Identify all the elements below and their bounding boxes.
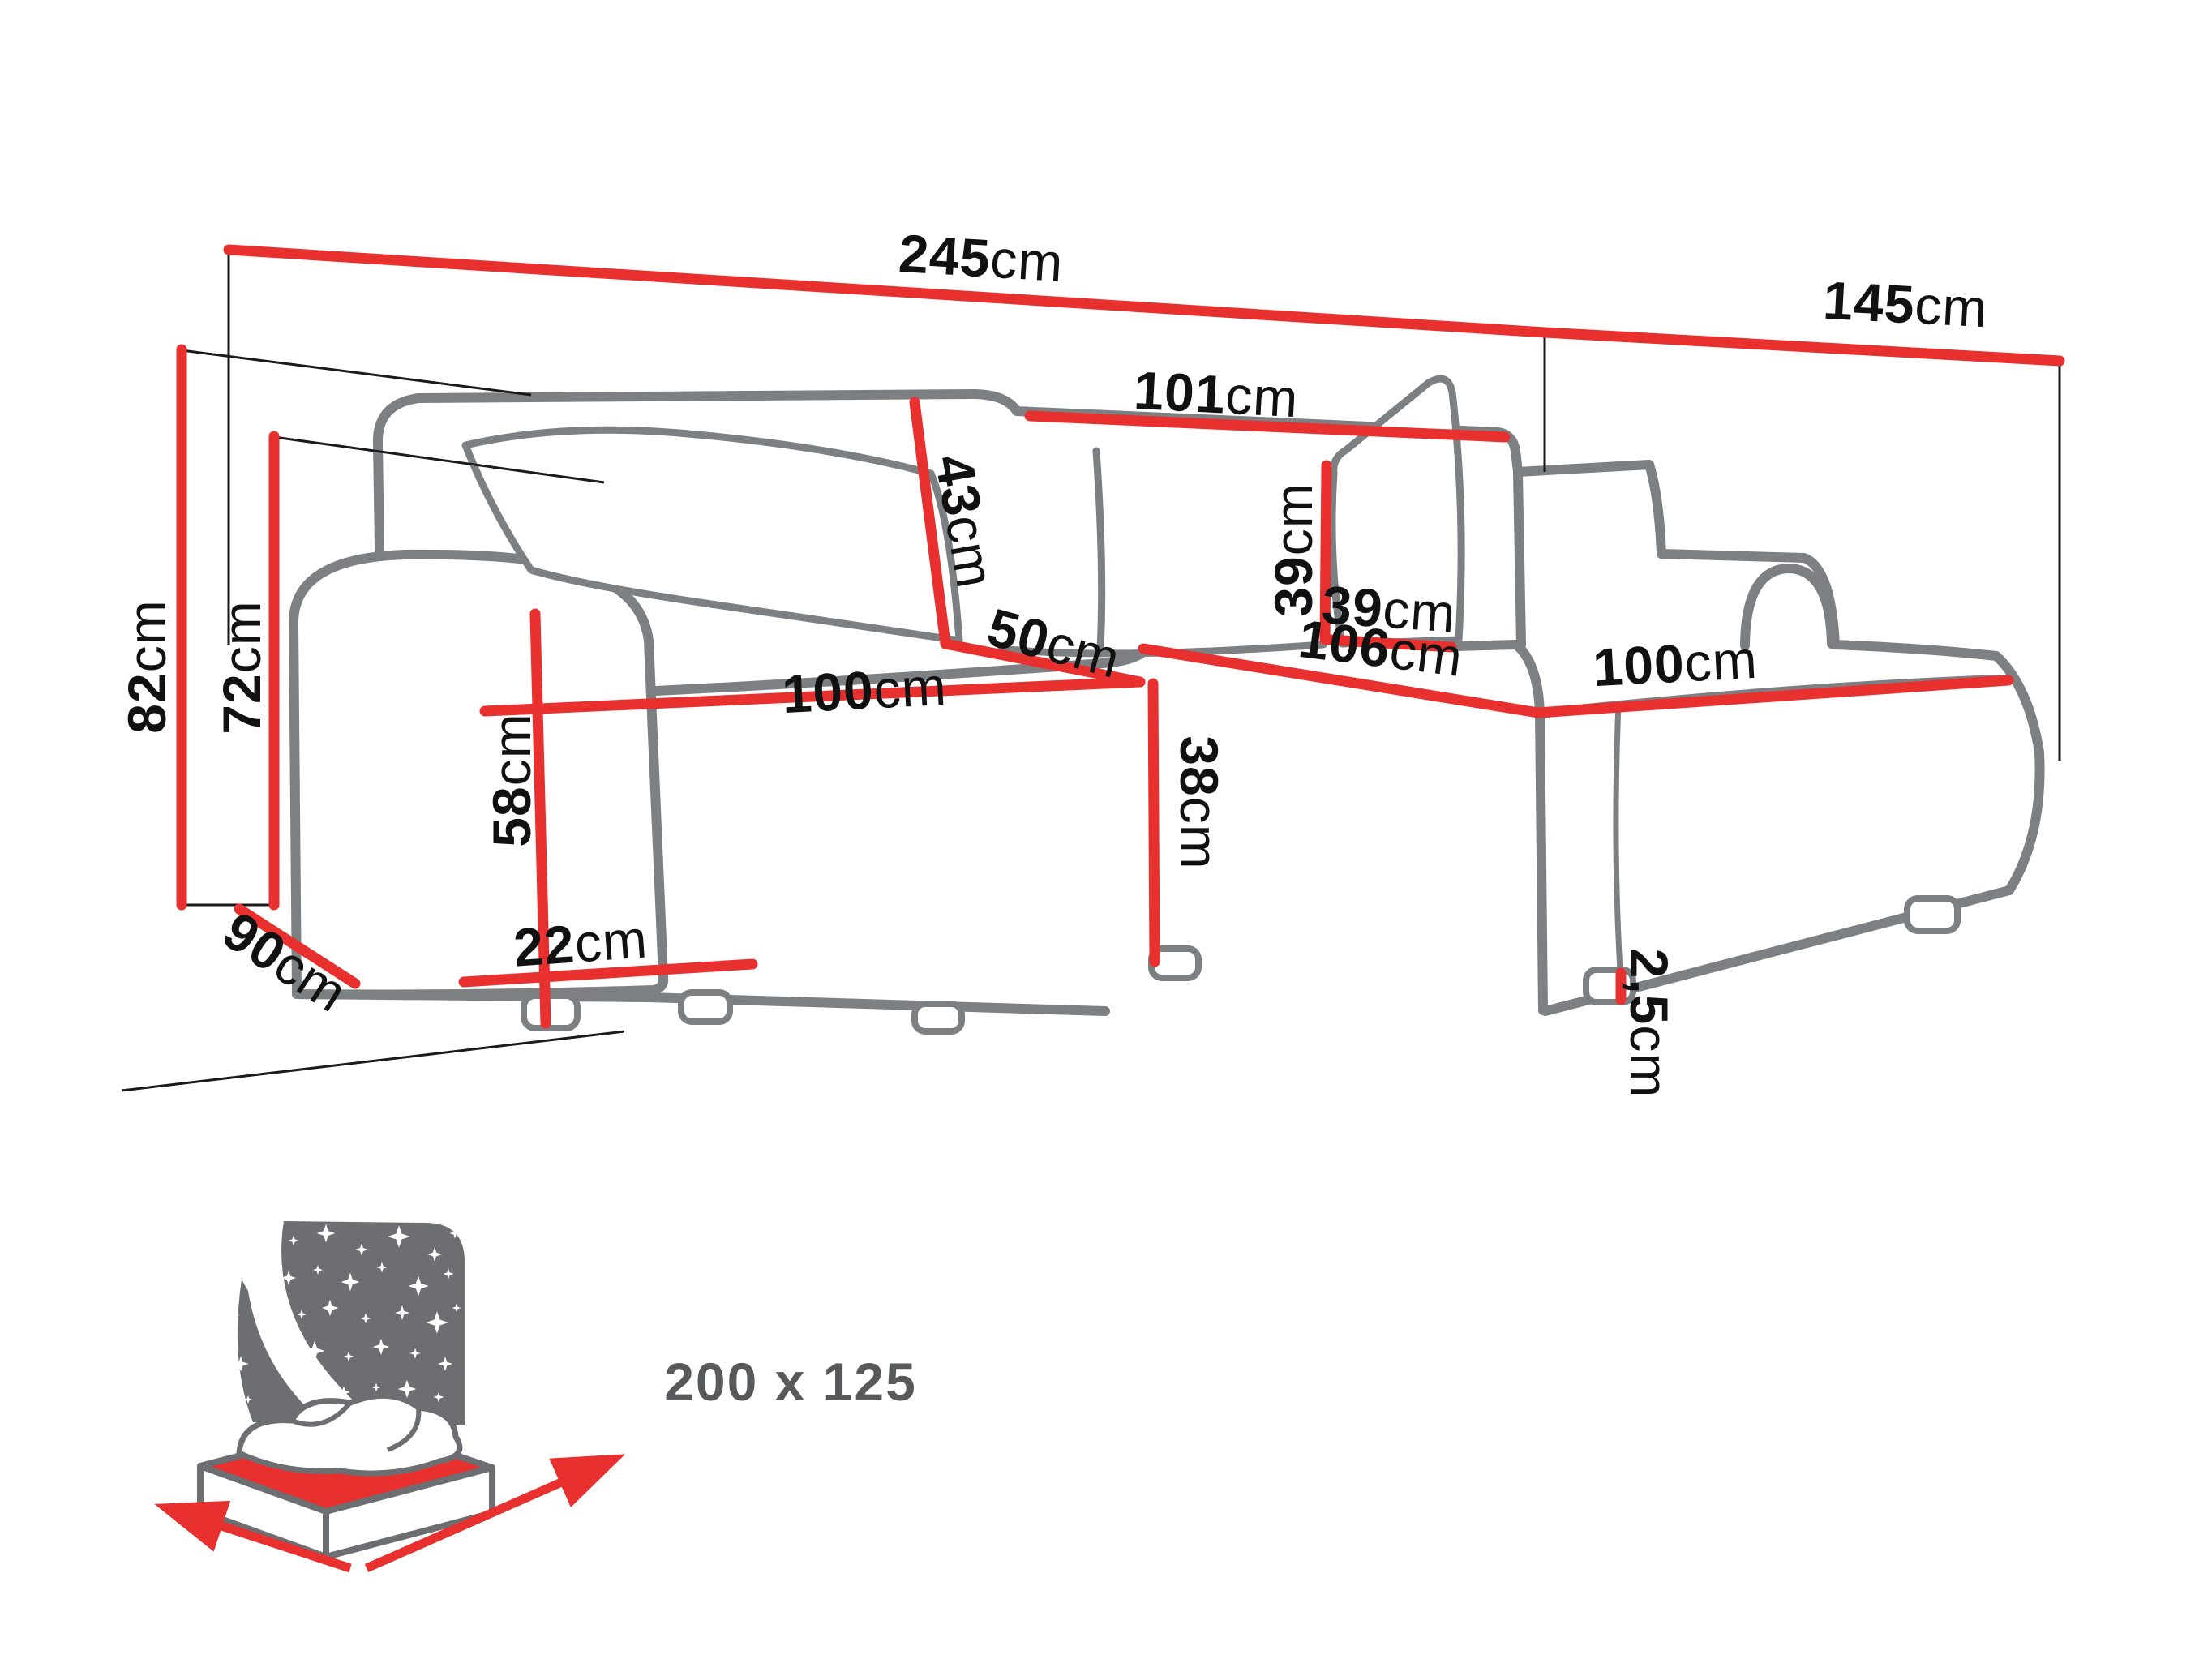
foot: [1904, 895, 1961, 934]
dim-line-seat-height: [1147, 678, 1160, 967]
dimension-lines: [176, 244, 2065, 1029]
duvet-fold: [290, 1401, 422, 1452]
chaise-front-left-edge: [1535, 709, 1548, 1015]
extension-lines: [121, 250, 2061, 1092]
dim-line-backrest-width: [1024, 410, 1511, 443]
chaise-back-seam: [1451, 640, 1545, 718]
dim-line-side-depth: [234, 903, 361, 989]
label-armrest-width: 22cm: [511, 908, 650, 978]
dim-line-armrest-height: [529, 608, 551, 1029]
label-pillow-height: 39cm: [1263, 482, 1323, 617]
label-overall-depth: 145cm: [1821, 269, 1990, 339]
dim-line-overall-width: [223, 244, 1550, 338]
chaise-right-corner: [1830, 640, 2045, 895]
left-armrest: [289, 549, 669, 1000]
label-chaise-width: 100cm: [1591, 628, 1760, 698]
label-overall-height: 82cm: [117, 599, 177, 734]
dim-line-cushion-height: [909, 397, 951, 649]
chaise-front-seam: [1613, 701, 1623, 973]
foot: [678, 989, 733, 1025]
label-seat-height: 38cm: [1169, 735, 1229, 870]
bed-size-label: 200 x 125: [664, 1352, 917, 1412]
label-pillow-width: 39cm: [1319, 574, 1459, 644]
dim-line-seat-depth: [940, 638, 1146, 688]
back-cushion-seam: [1092, 447, 1106, 653]
dim-line-armrest-width: [458, 958, 758, 988]
dim-line-seat-width-left: [479, 676, 1146, 717]
dim-line-chaise-width: [1533, 675, 2014, 718]
right-armrest: [1740, 564, 1837, 650]
duvet: [236, 1392, 463, 1477]
label-overall-width: 245cm: [897, 222, 1065, 294]
dim-line-chaise-depth: [1138, 643, 1544, 718]
foot: [911, 1001, 965, 1035]
label-seat-width-left: 100cm: [780, 655, 949, 725]
right-pillow: [1328, 375, 1465, 648]
dim-line-pillow-width: [1324, 634, 1457, 653]
label-armrest-height: 58cm: [482, 713, 542, 847]
sleeping-function-icon: [154, 1221, 626, 1573]
label-backrest-width: 101cm: [1132, 359, 1301, 429]
left-back-pillow: [461, 426, 963, 645]
dim-line-pillow-height: [1319, 460, 1332, 645]
backrest-right-edge: [1513, 469, 1526, 649]
headboard-wedge: [237, 1280, 323, 1422]
label-leg-height: 2,5cm: [1619, 948, 1679, 1099]
label-backrest-height: 72cm: [212, 600, 272, 735]
headboard: [281, 1221, 465, 1425]
sofa-outline: [289, 375, 2045, 1035]
stars: [229, 1224, 461, 1404]
bed-size-arrows: [154, 1454, 626, 1573]
dim-line-overall-depth: [1539, 327, 2065, 367]
